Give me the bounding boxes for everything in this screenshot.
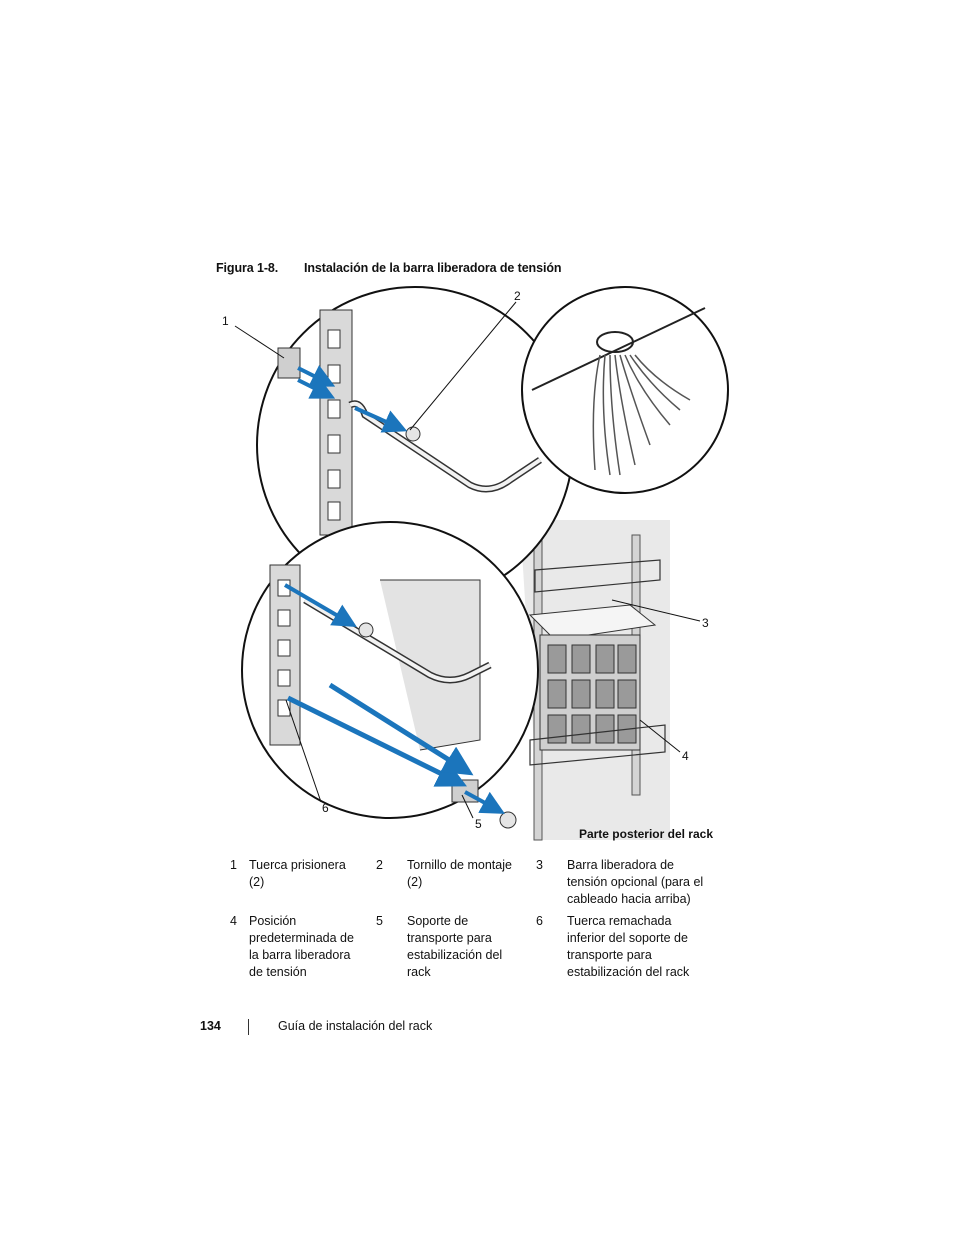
legend-row: 1 Tuerca prisionera (2) 2 Tornillo de mo… bbox=[226, 857, 726, 913]
callout-6: 6 bbox=[322, 801, 329, 815]
callout-4: 4 bbox=[682, 749, 689, 763]
legend-text: Barra liberadora de tensión opcional (pa… bbox=[567, 858, 704, 906]
legend-row: 4 Posición predeterminada de la barra li… bbox=[226, 913, 726, 993]
rack-rear-view bbox=[520, 520, 670, 841]
figure-caption: Figura 1-8. Instalación de la barra liber… bbox=[216, 261, 561, 275]
legend-number: 5 bbox=[376, 914, 383, 928]
legend-number: 2 bbox=[376, 858, 383, 872]
callout-1: 1 bbox=[222, 314, 229, 328]
legend-text: Soporte de transporte para estabilizació… bbox=[407, 914, 503, 979]
zoom-circle-cables bbox=[521, 286, 729, 494]
figure-number: Figura 1-8. bbox=[216, 261, 279, 275]
legend-number: 6 bbox=[536, 914, 543, 928]
installation-illustration: 1 2 3 4 5 6 Parte posterior del rack bbox=[200, 280, 760, 850]
callout-2: 2 bbox=[514, 289, 521, 303]
rack-label: Parte posterior del rack bbox=[579, 827, 713, 841]
legend-text: Tornillo de montaje (2) bbox=[407, 858, 512, 889]
legend-number: 1 bbox=[230, 858, 237, 872]
legend-number: 4 bbox=[230, 914, 237, 928]
figure-title: Instalación de la barra liberadora de te… bbox=[304, 261, 562, 275]
footer-divider bbox=[248, 1019, 249, 1035]
footer-doc-title: Guía de instalación del rack bbox=[278, 1019, 433, 1033]
page-number: 134 bbox=[200, 1019, 221, 1033]
legend-text: Tuerca remachada inferior del soporte de… bbox=[567, 914, 690, 979]
callout-3: 3 bbox=[702, 616, 709, 630]
legend-text: Tuerca prisionera (2) bbox=[249, 858, 346, 889]
legend-number: 3 bbox=[536, 858, 543, 872]
callout-5: 5 bbox=[475, 817, 482, 831]
zoom-circle-bottom bbox=[241, 521, 539, 829]
callout-legend: 1 Tuerca prisionera (2) 2 Tornillo de mo… bbox=[226, 857, 726, 993]
legend-text: Posición predeterminada de la barra libe… bbox=[249, 914, 354, 979]
